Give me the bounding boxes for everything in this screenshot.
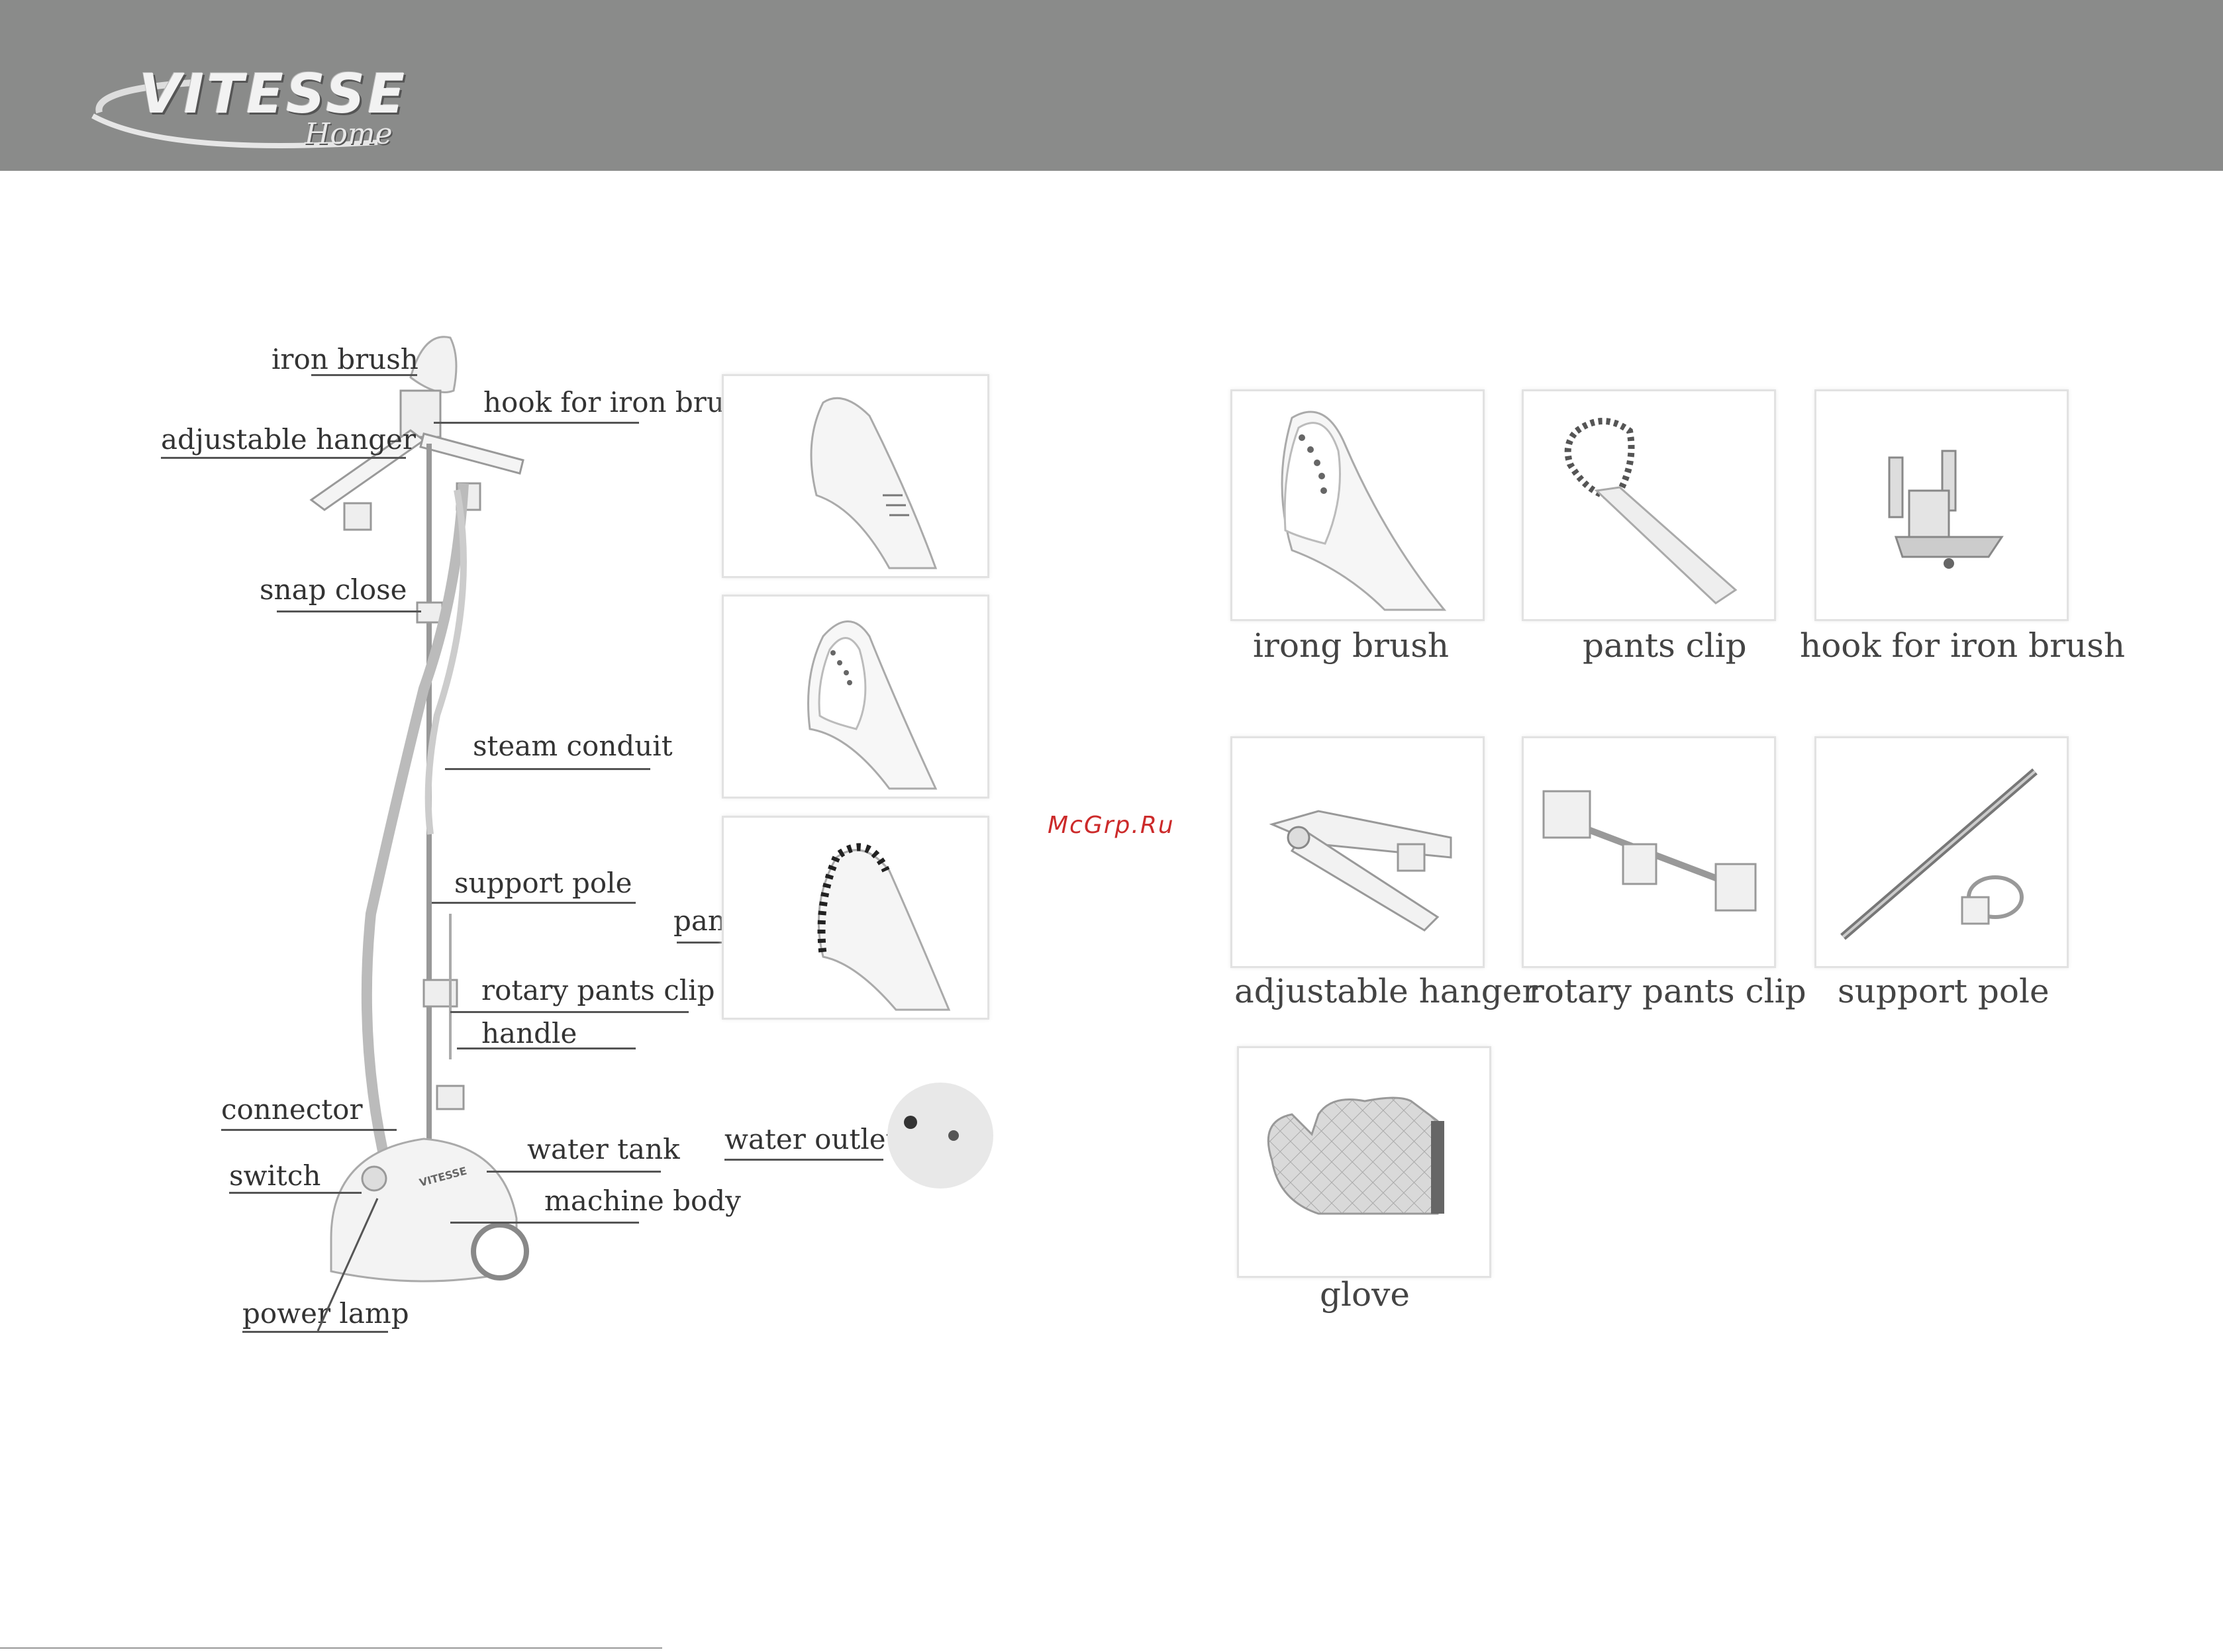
leader-line xyxy=(434,422,639,424)
leader-line xyxy=(487,1171,661,1173)
label-handle: handle xyxy=(481,1017,577,1049)
accessory-box-iron-brush xyxy=(1230,389,1485,621)
wheel-icon xyxy=(471,1222,529,1281)
hanger-icon xyxy=(1269,810,1452,932)
brand-logo: VITESSE Home xyxy=(86,63,408,162)
detail-box-iron-side xyxy=(722,374,989,578)
accessory-label-support-pole: support pole xyxy=(1838,972,2050,1010)
leader-line xyxy=(432,902,636,904)
iron-with-pants-clip-icon xyxy=(817,843,951,1011)
leader-line xyxy=(311,374,417,376)
steam-conduit-hose xyxy=(361,483,469,1173)
label-switch: switch xyxy=(229,1159,321,1192)
detail-box-pants-clip xyxy=(722,816,989,1020)
water-outlet-icon xyxy=(887,1083,993,1189)
label-rotary-pants-clip: rotary pants clip xyxy=(481,974,715,1006)
hook-icon xyxy=(1888,450,2004,569)
label-water-outlet: water outlet xyxy=(724,1123,897,1155)
glove-icon xyxy=(1267,1096,1444,1215)
label-snap-close: snap close xyxy=(260,573,407,606)
label-iron-brush: iron brush xyxy=(272,343,419,375)
logo-swoosh-icon xyxy=(91,79,378,148)
accessory-label-iron-brush: irong brush xyxy=(1253,626,1450,665)
leader-line xyxy=(450,1011,689,1013)
detail-box-iron-front xyxy=(722,595,989,799)
accessory-label-hanger: adjustable hanger xyxy=(1234,972,1538,1010)
leader-line xyxy=(724,1159,883,1161)
pants-clip-icon xyxy=(1564,418,1738,605)
label-water-tank: water tank xyxy=(527,1133,680,1165)
label-connector: connector xyxy=(221,1093,363,1126)
iron-brush-icon xyxy=(1281,411,1447,611)
accessory-label-pants-clip: pants clip xyxy=(1583,626,1747,665)
accessory-label-glove: glove xyxy=(1320,1275,1410,1314)
leader-line xyxy=(161,457,406,459)
watermark: McGrp.Ru xyxy=(1048,812,1175,839)
accessory-label-hook: hook for iron brush xyxy=(1800,626,2126,665)
switch-knob-icon xyxy=(361,1165,387,1192)
brand-sub: Home xyxy=(305,117,393,151)
accessory-box-hanger xyxy=(1230,736,1485,968)
leader-line xyxy=(450,1222,639,1224)
hanger-right-arm xyxy=(419,432,524,475)
label-support-pole: support pole xyxy=(454,867,632,899)
leader-line xyxy=(229,1192,362,1194)
label-hook-for-iron-brush: hook for iron brush xyxy=(483,386,757,418)
leader-line xyxy=(242,1331,388,1333)
label-steam-conduit: steam conduit xyxy=(473,730,673,762)
power-lamp-pointer xyxy=(317,1198,379,1332)
leader-line xyxy=(457,1047,636,1049)
brand-name: VITESSE xyxy=(139,63,408,126)
iron-brush-side-icon xyxy=(810,397,938,569)
accessory-box-support-pole xyxy=(1814,736,2069,968)
accessory-box-pants-clip xyxy=(1522,389,1776,621)
leader-line xyxy=(277,610,421,612)
iron-brush-front-icon xyxy=(807,620,938,790)
label-machine-body: machine body xyxy=(544,1185,741,1217)
leader-line xyxy=(221,1129,397,1131)
pole-icon xyxy=(1840,768,2038,940)
steamer-drawing: VITESSE xyxy=(309,336,529,1283)
footer-line xyxy=(0,1647,662,1649)
leader-line xyxy=(445,768,650,770)
accessory-label-rotary-clip: rotary pants clip xyxy=(1528,972,1806,1010)
accessory-box-rotary-clip xyxy=(1522,736,1776,968)
accessory-box-glove xyxy=(1237,1046,1491,1278)
accessory-box-hook xyxy=(1814,389,2069,621)
label-adjustable-hanger: adjustable hanger xyxy=(161,423,416,456)
rotary-clip-icon xyxy=(1542,790,1757,912)
header-bar: VITESSE Home xyxy=(0,0,2223,171)
